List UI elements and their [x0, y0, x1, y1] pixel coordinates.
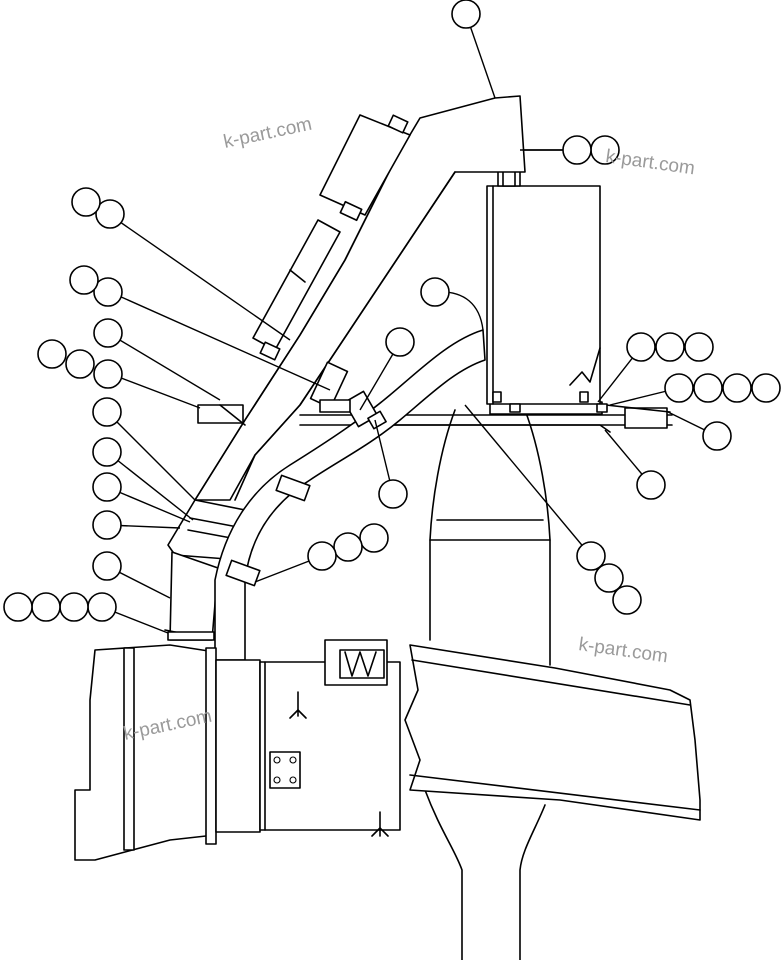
callout-group-right-tank-b — [664, 373, 781, 403]
callout-bubble[interactable] — [87, 592, 117, 622]
callout-bubble[interactable] — [59, 592, 89, 622]
callout-group-right-frame-a — [702, 421, 732, 451]
callout-group-center-clamp-b — [378, 479, 408, 509]
callout-bubble[interactable] — [702, 421, 732, 451]
callout-bubble[interactable] — [307, 541, 337, 571]
callout-bubble[interactable] — [451, 0, 481, 29]
main-frame-beam — [404, 644, 701, 821]
callout-bubble[interactable] — [69, 265, 99, 295]
callout-bubble[interactable] — [693, 373, 723, 403]
callout-bubble[interactable] — [92, 437, 122, 467]
callout-group-center-pipe — [420, 277, 450, 307]
callout-bubble[interactable] — [92, 472, 122, 502]
callout-bubble[interactable] — [626, 332, 656, 362]
callout-bubble[interactable] — [664, 373, 694, 403]
callout-group-left-upper-a — [71, 187, 125, 229]
callout-group-right-lower — [576, 541, 642, 615]
callout-group-top — [451, 0, 481, 29]
callout-bubble[interactable] — [92, 551, 122, 581]
callout-bubble[interactable] — [751, 373, 781, 403]
callout-bubble[interactable] — [378, 479, 408, 509]
tank — [486, 143, 608, 413]
callout-bubble[interactable] — [3, 592, 33, 622]
left-bracket — [197, 361, 351, 426]
callout-group-left-lower-c — [92, 472, 122, 502]
callout-bubble[interactable] — [93, 277, 123, 307]
callout-bubble[interactable] — [576, 541, 606, 571]
watermark-bottom-right: k-part.com — [577, 634, 669, 667]
callout-bubble[interactable] — [612, 585, 642, 615]
muffler — [252, 114, 411, 361]
callout-bubble[interactable] — [385, 327, 415, 357]
callout-bubble[interactable] — [420, 277, 450, 307]
callout-group-left-mid-b — [37, 339, 123, 389]
callout-group-left-lower-d — [92, 510, 122, 540]
callout-group-left-lower-a — [92, 397, 122, 427]
watermark-top-right: k-part.com — [604, 146, 696, 179]
callout-bubble[interactable] — [722, 373, 752, 403]
callout-bubble[interactable] — [93, 359, 123, 389]
callout-bubble[interactable] — [31, 592, 61, 622]
watermark-top-left: k-part.com — [222, 114, 314, 153]
callout-bubble[interactable] — [594, 563, 624, 593]
callout-bubble[interactable] — [92, 510, 122, 540]
callout-group-left-lower-e — [92, 551, 122, 581]
callout-group-pipe-top-fitting — [562, 135, 620, 165]
callout-bubble[interactable] — [684, 332, 714, 362]
callout-bubble[interactable] — [636, 470, 666, 500]
callout-group-center-clamp-c — [307, 523, 389, 571]
callout-bubble[interactable] — [562, 135, 592, 165]
callout-group-right-frame-b — [636, 470, 666, 500]
callout-bubble[interactable] — [359, 523, 389, 553]
callout-bubble[interactable] — [95, 199, 125, 229]
callout-group-right-tank-a — [626, 332, 714, 362]
callout-bubble[interactable] — [333, 532, 363, 562]
callout-group-left-upper-b — [69, 265, 123, 307]
callout-bubble[interactable] — [37, 339, 67, 369]
callout-bubble[interactable] — [65, 349, 95, 379]
callout-group-center-clamp-a — [385, 327, 415, 357]
callout-bubble[interactable] — [93, 318, 123, 348]
callout-group-left-lower-b — [92, 437, 122, 467]
callout-bubble[interactable] — [655, 332, 685, 362]
callout-bubbles — [3, 0, 781, 622]
bent-pipe — [214, 329, 486, 661]
callout-group-left-mid-a — [93, 318, 123, 348]
engine-assembly — [74, 631, 401, 861]
callout-group-left-bottom — [3, 592, 117, 622]
callout-bubble[interactable] — [92, 397, 122, 427]
callout-bubble[interactable] — [71, 187, 101, 217]
